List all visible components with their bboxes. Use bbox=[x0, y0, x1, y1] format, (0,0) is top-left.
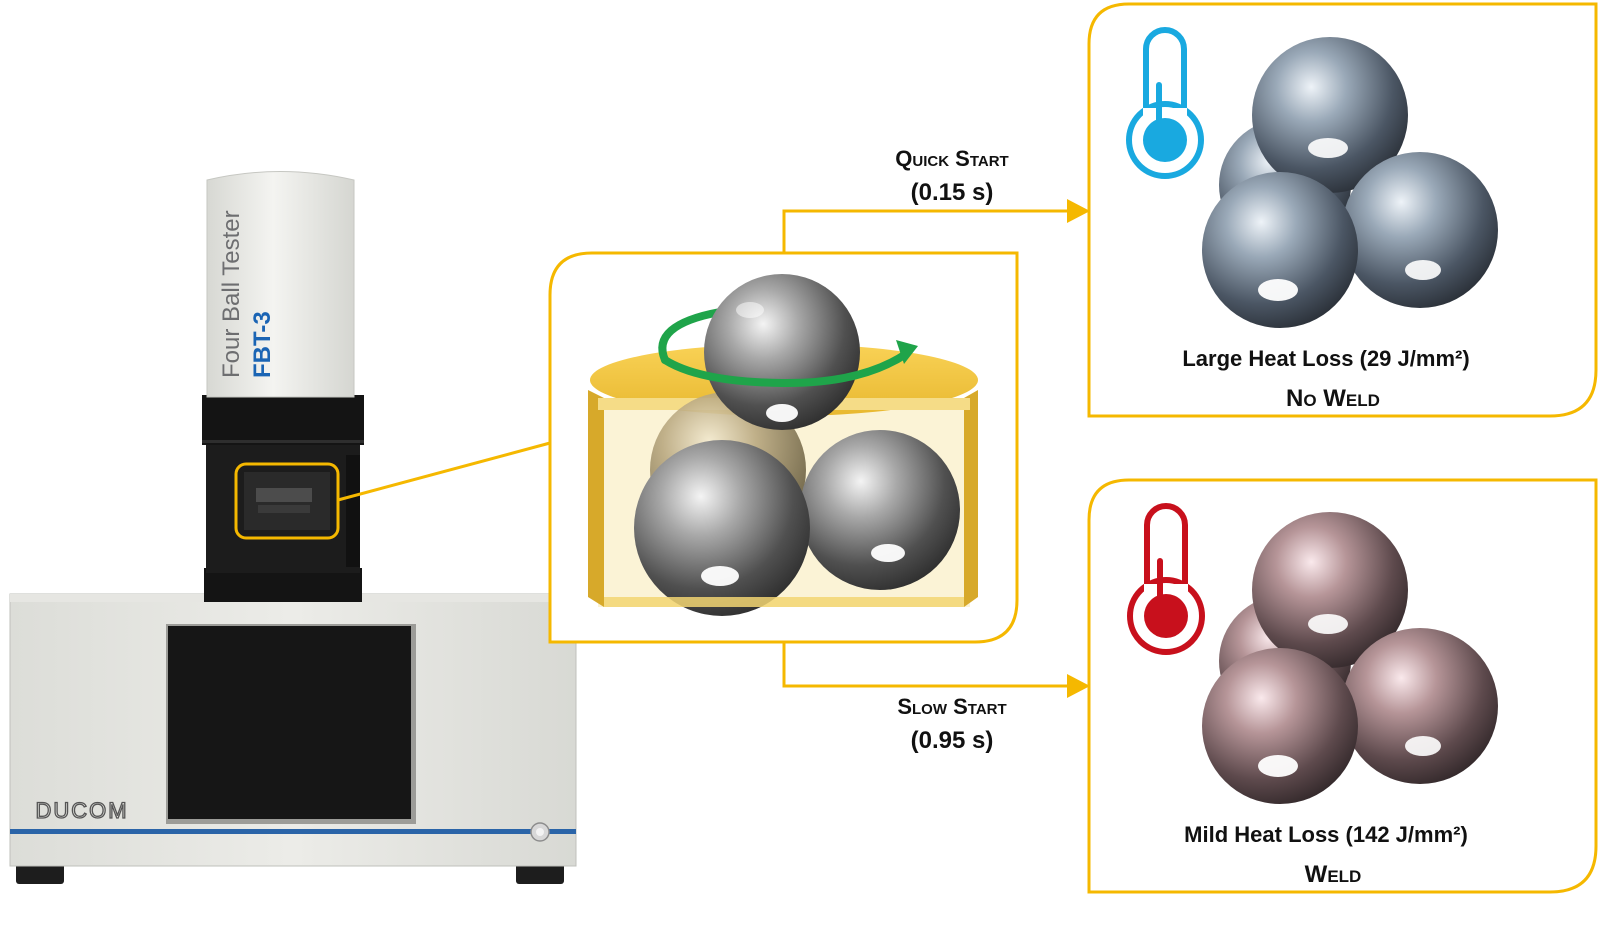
result-panel-weld: Mild Heat Loss (142 J/mm²) Weld bbox=[1087, 478, 1598, 894]
chamber-highlight-box bbox=[234, 462, 340, 540]
bottom-heat-loss-text: Mild Heat Loss (142 J/mm²) bbox=[1184, 822, 1468, 847]
cup-cut-face-right bbox=[964, 390, 978, 607]
lower-ball-left bbox=[634, 440, 810, 616]
weld-ball-left bbox=[1202, 648, 1358, 804]
quick-start-path: Quick Start (0.15 s) bbox=[782, 146, 1090, 253]
thermometer-cold-icon bbox=[1126, 27, 1204, 179]
rotation-arrow-icon bbox=[661, 350, 910, 388]
slow-start-label: Slow Start bbox=[897, 694, 1006, 719]
machine-lower-collar bbox=[204, 568, 362, 602]
machine-foot-left bbox=[16, 862, 64, 884]
machine-cylinder bbox=[206, 171, 355, 398]
machine-name-line1: Four Ball Tester bbox=[218, 210, 245, 378]
lower-ball-right bbox=[800, 430, 960, 590]
test-assembly-zoom bbox=[548, 251, 1019, 644]
result-panel-no-weld: Large Heat Loss (29 J/mm²) No Weld bbox=[1087, 2, 1598, 418]
quick-start-label: Quick Start bbox=[895, 146, 1008, 171]
no-weld-ball-right bbox=[1342, 152, 1498, 308]
no-weld-ball-left bbox=[1202, 172, 1358, 328]
quick-start-time: (0.15 s) bbox=[911, 179, 994, 206]
weld-ball-top bbox=[1252, 512, 1408, 668]
top-outcome-text: No Weld bbox=[1286, 385, 1380, 412]
thermometer-hot-icon bbox=[1127, 503, 1205, 655]
machine-blue-stripe bbox=[10, 829, 576, 834]
rotation-arrow-back bbox=[658, 308, 724, 364]
no-weld-ball-top bbox=[1252, 37, 1408, 193]
bottom-outcome-text: Weld bbox=[1305, 861, 1362, 888]
machine-foot-right bbox=[516, 862, 564, 884]
top-heat-loss-text: Large Heat Loss (29 J/mm²) bbox=[1182, 346, 1469, 371]
zoom-connector-line bbox=[337, 441, 551, 502]
quick-start-arrow bbox=[782, 209, 1078, 253]
machine-upper-collar bbox=[202, 395, 364, 445]
slow-start-arrow bbox=[782, 642, 1078, 688]
slow-start-time: (0.95 s) bbox=[911, 727, 994, 754]
slow-start-path: Slow Start (0.95 s) bbox=[782, 642, 1090, 754]
machine-name-line2: FBT-3 bbox=[249, 311, 276, 378]
machine-brand-logo: DUCOM bbox=[35, 798, 128, 823]
four-ball-tester-machine: DUCOM Four Ball Tester FBT-3 bbox=[9, 171, 577, 884]
cup-cut-face-left bbox=[588, 390, 604, 607]
weld-ball-right bbox=[1342, 628, 1498, 784]
